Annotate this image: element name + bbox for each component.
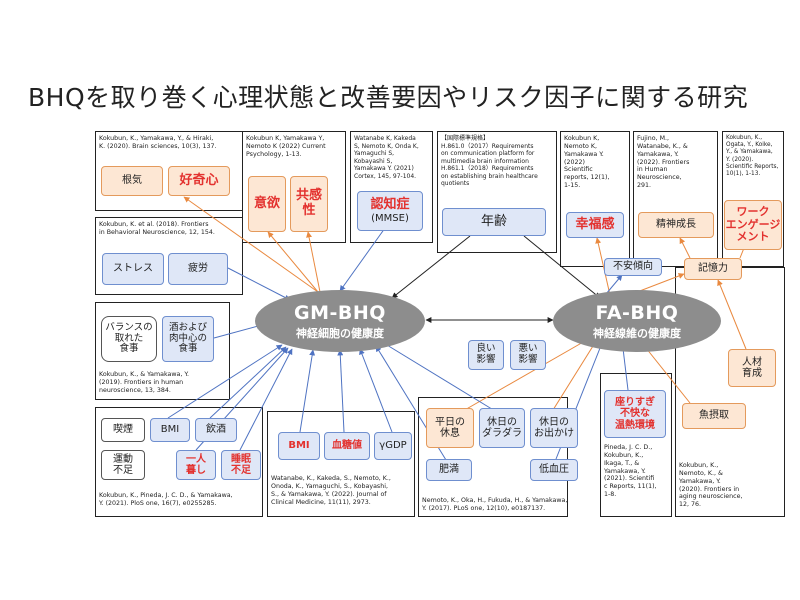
ref-kokubun-2019: Kokubun, K., & Yamakawa, Y. (2019). Fron…: [99, 371, 189, 394]
ref-international-standard: 【国際標準規格】 H.861.0（2017）Requirements on co…: [441, 135, 538, 187]
node-yoi: 良い 影響: [468, 340, 504, 370]
arrow-gm-to-kokishin: [183, 196, 319, 293]
arrow-heijitsu-to-fa: [455, 336, 593, 416]
node-suwari: 座りすぎ 不快な 温熱環境: [604, 390, 666, 438]
node-himan: 肥満: [426, 459, 472, 481]
ref-watanabe-2022: Watanabe, K., Kakeda, S., Nemoto, K., On…: [271, 475, 391, 506]
node-heijitsu: 平日の 休息: [426, 408, 474, 448]
node-sakana: 魚摂取: [682, 403, 746, 429]
node-balance: バランスの 取れた 食事: [101, 316, 157, 362]
arrow-jinzai-to-kioku: [717, 279, 747, 350]
node-undo: 運動 不足: [101, 450, 145, 480]
arrow-bmi1-to-gm: [167, 344, 283, 419]
ref-kokubun-2022-scientific-reports: Kokubun K, Nemoto K, Yamakawa Y. (2022) …: [564, 135, 610, 190]
gm-bhq-subtitle: 神経細胞の健康度: [296, 326, 384, 340]
ref-kokubun-2020-frontiers-aging: Kokubun, K., Nemoto, K., & Yamakawa, Y. …: [679, 462, 743, 509]
node-kyu-odekake: 休日の お出かけ: [530, 408, 578, 448]
node-bmi2: BMI: [278, 432, 320, 460]
arrow-sake-to-gm: [213, 323, 263, 339]
gm-bhq-hub: GM-BHQ 神経細胞の健康度: [255, 290, 425, 352]
node-hitori: 一人 暮し: [176, 450, 216, 480]
arrow-suimin-to-gm: [239, 348, 293, 451]
node-fuan: 不安傾向: [604, 258, 662, 276]
arrow-kettou-to-gm: [337, 349, 345, 433]
arrow-nenrei-to-gm: [391, 235, 471, 299]
node-bmi1: BMI: [150, 418, 190, 442]
node-warui: 悪い 影響: [510, 340, 546, 370]
arrow-nenrei-to-fa: [523, 235, 601, 299]
panel-kokubun-2022-scientific-reports: [560, 131, 630, 267]
node-suimin: 睡眠 不足: [221, 450, 261, 480]
gm-bhq-title: GM-BHQ: [294, 301, 386, 324]
arrow-bmi2-to-gm: [299, 349, 316, 433]
ref-nemoto-2017: Nemoto, K., Oka, H., Fukuda, H., & Yamak…: [422, 497, 568, 512]
ref-kokubun-2018: Kokubun, K. et al. (2018). Frontiers in …: [99, 221, 215, 236]
node-kokishin: 好奇心: [168, 166, 230, 196]
node-hirou: 疲労: [168, 253, 228, 285]
panel-fujino-2022: [633, 131, 718, 267]
node-gdp: γGDP: [374, 432, 412, 460]
fa-bhq-hub: FA-BHQ 神経線維の健康度: [553, 290, 721, 352]
arrow-ninchi-to-gm: [339, 227, 386, 292]
node-kitsuen: 喫煙: [101, 418, 145, 442]
ref-pineda-2021: Pineda, J. C. D., Kokubun, K., Ikaga, T.…: [604, 444, 657, 499]
node-stress: ストレス: [102, 253, 164, 285]
ref-fujino-2022: Fujino, M., Watanabe, K., & Yamakawa, Y.…: [637, 135, 690, 190]
node-ninchi-group: 認知症 (MMSE): [357, 191, 423, 231]
node-kyokan: 共感 性: [290, 176, 328, 232]
slide-title: BHQを取り巻く心理状態と改善要因やリスク因子に関する研究: [28, 83, 749, 112]
ref-kokubun-2021-plos-one: Kokubun, K., Pineda, J. C. D., & Yamakaw…: [99, 492, 233, 507]
arrow-gdp-to-gm: [359, 348, 393, 433]
node-sake: 酒および 肉中心の 食事: [162, 316, 214, 362]
arrow-kyu-odekake-to-fa: [552, 337, 599, 411]
arrow-fa-to-kofuku: [595, 237, 611, 296]
node-work: ワーク エンゲージ メント: [724, 200, 782, 250]
node-seishin: 精神成長: [638, 212, 714, 238]
node-iyoku: 意欲: [248, 176, 286, 232]
node-kyu-dara: 休日の ダラダラ: [479, 408, 525, 448]
fa-bhq-subtitle: 神経線維の健康度: [593, 326, 681, 340]
node-ninchi: 認知症: [370, 196, 410, 212]
ref-watanabe-2021-cortex: Watanabe K, Kakeda S, Nemoto K, Onda K, …: [354, 135, 419, 180]
node-kioku: 記憶力: [684, 258, 742, 280]
node-mmse: (MMSE): [371, 212, 409, 224]
node-nenrei: 年齢: [442, 208, 546, 236]
node-jinzai: 人材 育成: [728, 349, 776, 387]
arrow-inshu-to-gm: [209, 346, 287, 419]
ref-kokubun-2020-brain-sciences: Kokubun, K., Yamakawa, Y., & Hiraki, K. …: [99, 135, 217, 150]
node-kofuku: 幸福感: [566, 212, 624, 238]
arrow-gm-to-iyoku: [267, 231, 319, 293]
ref-kokubun-2022-current-psychology: Kokubun K, Yamakawa Y, Nemoto K (2022) C…: [246, 135, 326, 158]
arrow-kioku-to-seishin: [679, 237, 691, 259]
node-kettou: 血糖値: [324, 432, 370, 460]
arrow-gm-to-kyokan: [306, 231, 321, 293]
fa-bhq-title: FA-BHQ: [595, 301, 679, 324]
node-konki: 根気: [101, 166, 163, 196]
node-inshu: 飲酒: [195, 418, 237, 442]
ref-kokubun-2020-scientific-reports: Kokubun, K., Ogata, Y., Koike, Y., & Yam…: [726, 135, 779, 178]
arrow-hirou-to-gm: [227, 267, 291, 301]
arrow-kyu-dara-to-gm: [381, 341, 501, 415]
node-teiketsu: 低血圧: [530, 459, 578, 481]
